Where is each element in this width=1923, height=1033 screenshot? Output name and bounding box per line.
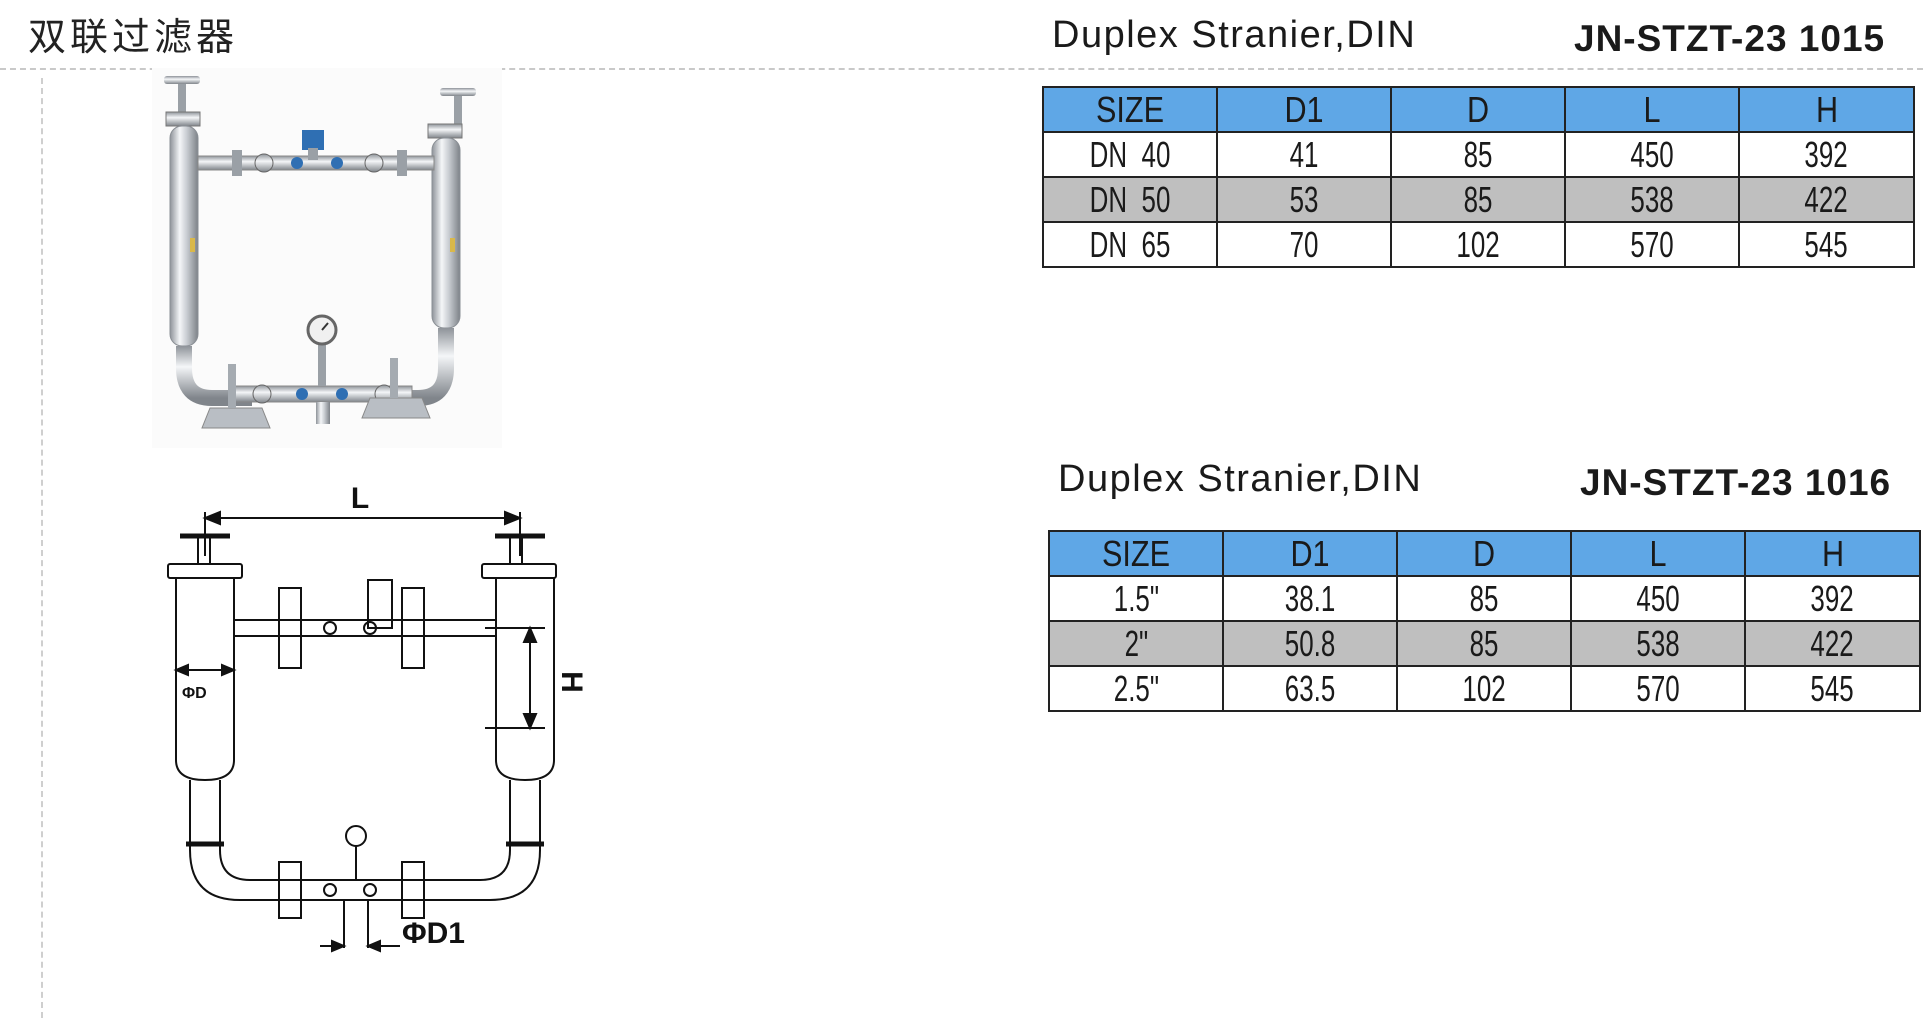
table-cell: 392 <box>1744 575 1921 622</box>
table-cell: 85 <box>1390 131 1566 178</box>
table-row: DN 50 53 85 538 422 <box>1042 176 1915 223</box>
dim-label-inlet-diameter: ΦD1 <box>402 917 465 950</box>
table-cell: 50.8 <box>1222 620 1398 667</box>
table-row: DN 65 70 102 570 545 <box>1042 221 1915 268</box>
product-photo <box>152 68 502 448</box>
table-cell: 70 <box>1216 221 1392 268</box>
table-cell: 1.5" <box>1048 575 1224 622</box>
table-cell: DN 65 <box>1042 221 1218 268</box>
dimension-schematic: L H ΦD ΦD1 <box>167 482 588 953</box>
table-cell: DN 40 <box>1042 131 1218 178</box>
table-row: 2.5" 63.5 102 570 545 <box>1048 665 1921 712</box>
table-cell: 545 <box>1738 221 1915 268</box>
table-row: DN 40 41 85 450 392 <box>1042 131 1915 178</box>
table-cell: 450 <box>1570 575 1746 622</box>
table-cell: 102 <box>1390 221 1566 268</box>
dim-label-diameter: ΦD <box>182 685 207 702</box>
table-cell: 538 <box>1564 176 1740 223</box>
column-header: L <box>1570 530 1746 577</box>
table-header-row: SIZE D1 D L H <box>1042 86 1915 133</box>
top-divider <box>0 68 1923 70</box>
table-cell: 392 <box>1738 131 1915 178</box>
table-cell: 85 <box>1396 575 1572 622</box>
table-cell: 63.5 <box>1222 665 1398 712</box>
table-cell: 85 <box>1390 176 1566 223</box>
column-header: L <box>1564 86 1740 133</box>
column-header: D1 <box>1216 86 1392 133</box>
table-row: 1.5" 38.1 85 450 392 <box>1048 575 1921 622</box>
table-cell: 538 <box>1570 620 1746 667</box>
table-cell: 85 <box>1396 620 1572 667</box>
column-header: D <box>1396 530 1572 577</box>
left-divider <box>41 78 43 1018</box>
column-header: SIZE <box>1042 86 1218 133</box>
column-header: D1 <box>1222 530 1398 577</box>
table-cell: 570 <box>1564 221 1740 268</box>
table-cell: 2" <box>1048 620 1224 667</box>
table-cell: 422 <box>1744 620 1921 667</box>
column-header: H <box>1744 530 1921 577</box>
spec-table-2: SIZE D1 D L H 1.5" 38.1 85 450 392 2" 50… <box>1048 530 1921 712</box>
table-header-row: SIZE D1 D L H <box>1048 530 1921 577</box>
table-cell: 38.1 <box>1222 575 1398 622</box>
column-header: SIZE <box>1048 530 1224 577</box>
column-header: D <box>1390 86 1566 133</box>
dim-label-length: L <box>351 482 369 515</box>
table-cell: 41 <box>1216 131 1392 178</box>
model-code-2: JN-STZT-23 1016 <box>1580 462 1892 503</box>
section-title-1: Duplex Stranier,DIN <box>1052 14 1417 56</box>
table-cell: 102 <box>1396 665 1572 712</box>
section-title-2: Duplex Stranier,DIN <box>1058 458 1423 500</box>
model-code-1: JN-STZT-23 1015 <box>1574 18 1886 59</box>
table-cell: 570 <box>1570 665 1746 712</box>
table-cell: 545 <box>1744 665 1921 712</box>
table-cell: 2.5" <box>1048 665 1224 712</box>
column-header: H <box>1738 86 1915 133</box>
spec-table-1: SIZE D1 D L H DN 40 41 85 450 392 DN 50 … <box>1042 86 1915 268</box>
table-cell: DN 50 <box>1042 176 1218 223</box>
table-row: 2" 50.8 85 538 422 <box>1048 620 1921 667</box>
table-cell: 422 <box>1738 176 1915 223</box>
table-cell: 53 <box>1216 176 1392 223</box>
dim-label-height: H <box>555 671 588 693</box>
table-cell: 450 <box>1564 131 1740 178</box>
page-title: 双联过滤器 <box>28 15 239 59</box>
